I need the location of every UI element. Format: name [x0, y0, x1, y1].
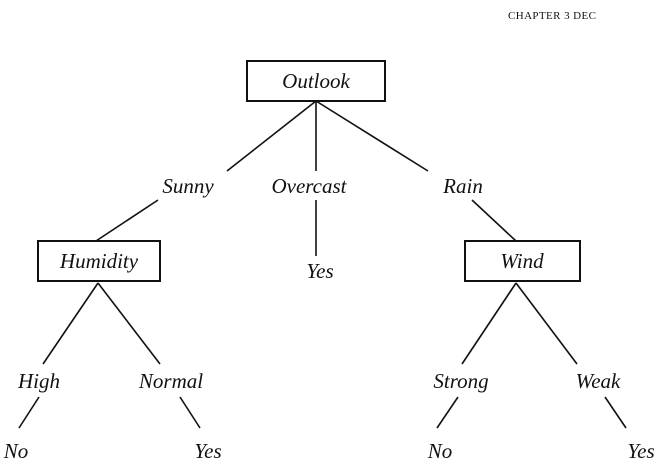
edge-outlook-sunny [226, 100, 317, 172]
leaf-weak-yes: Yes [627, 439, 654, 463]
outlook-node-box [246, 60, 386, 102]
humidity-node-label: Humidity [59, 249, 139, 273]
branch-label-high: High [17, 369, 60, 393]
edge-weak-yes [604, 396, 627, 429]
edge-wind-weak [515, 282, 578, 365]
branch-label-strong: Strong [433, 369, 488, 393]
chapter-header: CHAPTER 3 DEC [508, 10, 597, 22]
wind-node-label: Wind [500, 249, 544, 273]
leaf-normal-yes: Yes [194, 439, 221, 463]
edge-high-no [18, 396, 40, 429]
branch-label-weak: Weak [576, 369, 621, 393]
edge-humidity-normal [97, 282, 161, 365]
branch-label-sunny: Sunny [162, 174, 214, 198]
edge-outlook-rain [315, 100, 429, 172]
leaf-strong-no: No [427, 439, 453, 463]
humidity-node-box [37, 240, 161, 282]
outlook-node-label: Outlook [282, 69, 350, 93]
edge-normal-yes [179, 396, 201, 429]
edge-sunny-humidity [95, 199, 159, 242]
wind-node-box [464, 240, 581, 282]
leaf-overcast-yes: Yes [306, 259, 333, 283]
branch-label-normal: Normal [138, 369, 203, 393]
branch-label-rain: Rain [442, 174, 483, 198]
leaf-high-no: No [3, 439, 29, 463]
branch-label-overcast: Overcast [271, 174, 347, 198]
edge-humidity-high [42, 282, 99, 365]
edge-wind-strong [461, 282, 517, 365]
edge-strong-no [436, 396, 459, 429]
edge-rain-wind [471, 199, 517, 242]
